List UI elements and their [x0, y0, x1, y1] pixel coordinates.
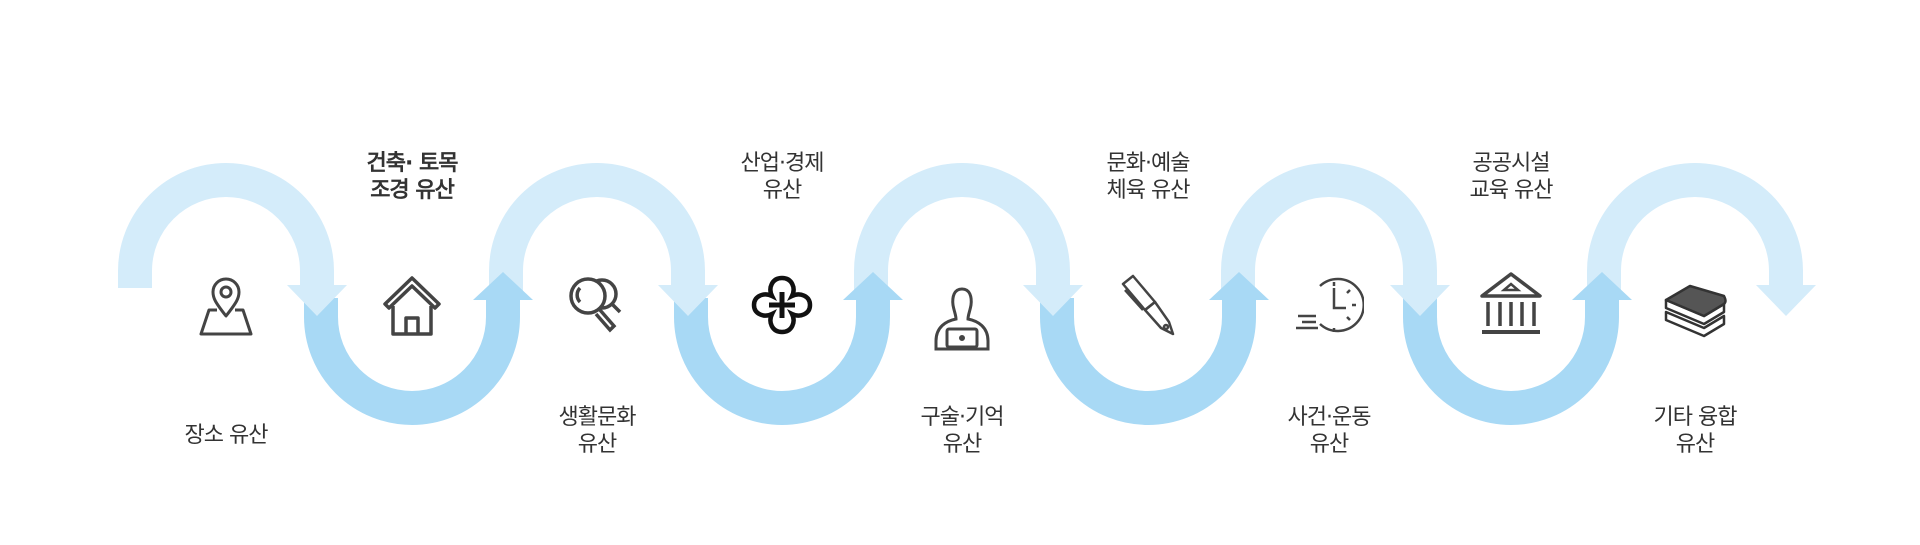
upper-arc — [1221, 163, 1437, 298]
label-place-heritage: 장소 유산 — [126, 422, 326, 449]
person-laptop-icon — [927, 285, 997, 355]
up-arrowhead — [1572, 272, 1632, 300]
up-arrowhead — [1209, 272, 1269, 300]
down-arrowhead — [287, 285, 347, 316]
books-icon — [1660, 270, 1730, 340]
magnifier-icon — [562, 270, 632, 340]
label-line: 유산 — [1309, 432, 1349, 457]
label-line: 구술·기억 — [920, 405, 1005, 430]
label-line: 공공시설 — [1472, 151, 1551, 176]
down-arrowhead — [1756, 285, 1816, 316]
clock-icon — [1294, 270, 1365, 340]
lower-arc — [304, 298, 520, 425]
down-arrowhead — [1390, 285, 1450, 316]
lower-arc — [674, 298, 890, 425]
lower-arc — [1040, 298, 1256, 425]
upper-arc — [1587, 163, 1803, 298]
lower-arc — [1403, 298, 1619, 425]
upper-arc — [489, 163, 705, 298]
up-arrowhead — [473, 272, 533, 300]
label-line: 산업·경제 — [740, 151, 825, 176]
label-line: 교육 유산 — [1469, 178, 1554, 203]
label-line: 유산 — [942, 432, 982, 457]
house-icon — [377, 270, 447, 340]
bank-building-icon — [1476, 270, 1546, 340]
upper-arc — [854, 163, 1070, 298]
label-line: 유산 — [577, 432, 617, 457]
down-arrowhead — [1023, 285, 1083, 316]
map-pin-icon — [191, 270, 261, 340]
label-line: 조경 유산 — [370, 178, 455, 203]
clover-plus-icon — [747, 270, 817, 340]
label-line: 건축· 토목 — [366, 151, 459, 176]
label-line: 체육 유산 — [1106, 178, 1191, 203]
label-line: 기타 융합 — [1653, 405, 1738, 430]
upper-arc — [118, 163, 334, 288]
fountain-pen-icon — [1113, 270, 1183, 340]
label-line: 생활문화 — [558, 405, 637, 430]
label-line: 사건·운동 — [1287, 405, 1372, 430]
label-line: 장소 유산 — [184, 423, 269, 448]
label-line: 유산 — [762, 178, 802, 203]
label-line: 유산 — [1675, 432, 1715, 457]
label-line: 문화·예술 — [1106, 151, 1191, 176]
down-arrowhead — [658, 285, 718, 316]
up-arrowhead — [843, 272, 903, 300]
